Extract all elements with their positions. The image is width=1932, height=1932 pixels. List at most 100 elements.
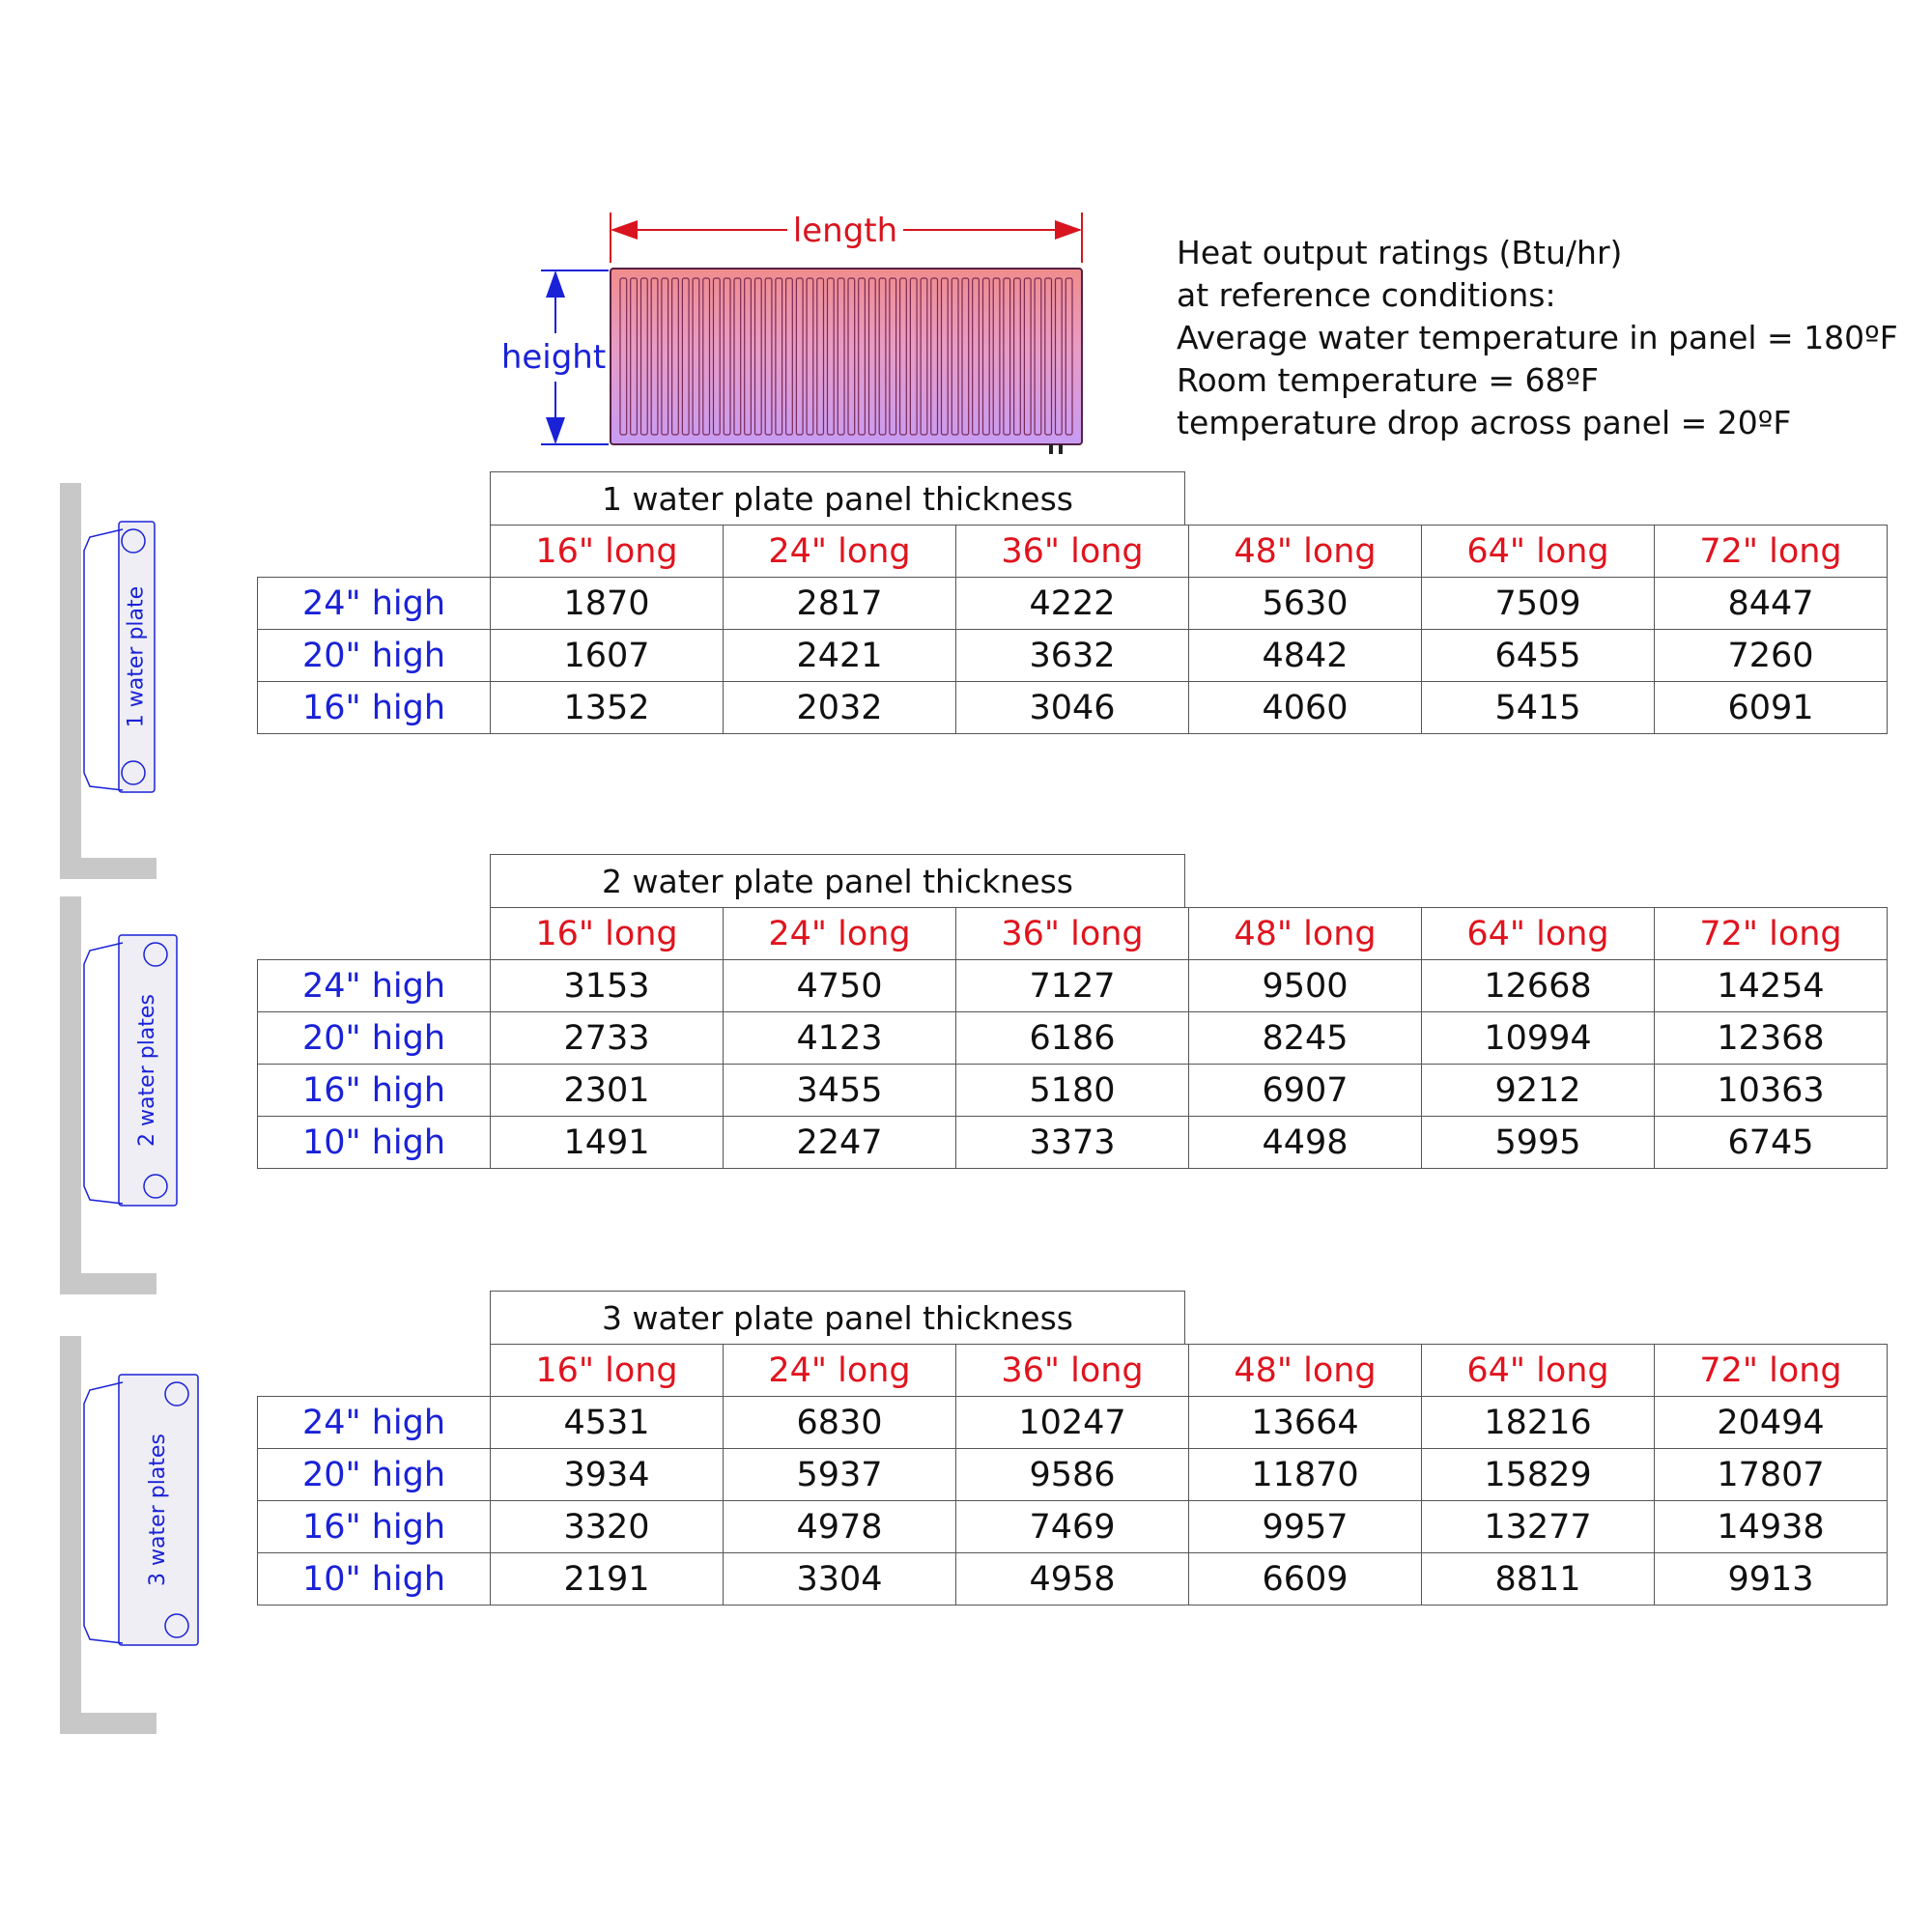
- height-header: 20" high: [257, 629, 491, 682]
- height-header: 20" high: [257, 1448, 491, 1501]
- output-cell: 17807: [1654, 1448, 1888, 1501]
- output-cell: 4498: [1188, 1116, 1422, 1169]
- output-cell: 3934: [490, 1448, 724, 1501]
- radiator-fin: [681, 277, 690, 436]
- height-header: 24" high: [257, 577, 491, 630]
- radiator-fin: [981, 277, 990, 436]
- output-cell: 1491: [490, 1116, 724, 1169]
- output-cell: 1352: [490, 681, 724, 734]
- output-cell: 5180: [955, 1064, 1189, 1117]
- height-label: height: [501, 338, 606, 377]
- radiator-fin: [630, 277, 639, 436]
- radiator-fin: [639, 277, 648, 436]
- output-cell: 6455: [1421, 629, 1655, 682]
- pipe-connection: [143, 1174, 168, 1199]
- panel-profile: [118, 1374, 199, 1646]
- length-header: 64" long: [1421, 1344, 1655, 1397]
- radiator-fin: [795, 277, 804, 436]
- radiator-fin: [775, 277, 783, 436]
- length-header: 48" long: [1188, 525, 1422, 578]
- output-cell: 5995: [1421, 1116, 1655, 1169]
- output-cell: 6186: [955, 1011, 1189, 1065]
- radiator-fin: [712, 277, 721, 436]
- output-cell: 14938: [1654, 1500, 1888, 1553]
- output-cell: 7469: [955, 1500, 1189, 1553]
- output-cell: 3046: [955, 681, 1189, 734]
- panel-profile-label: 1 water plate: [125, 586, 149, 727]
- length-header: 48" long: [1188, 907, 1422, 960]
- radiator-fin: [1012, 277, 1021, 436]
- pipe-connection: [121, 760, 146, 785]
- output-cell: 10994: [1421, 1011, 1655, 1065]
- panel-profile-label: 3 water plates: [146, 1434, 170, 1586]
- length-header: 64" long: [1421, 525, 1655, 578]
- output-cell: 9913: [1654, 1552, 1888, 1605]
- radiator-fin: [951, 277, 959, 436]
- output-cell: 3373: [955, 1116, 1189, 1169]
- corner-cell: [258, 1345, 491, 1397]
- output-cell: 4978: [723, 1500, 956, 1553]
- pipe-connection: [143, 942, 168, 967]
- height-header: 10" high: [257, 1552, 491, 1605]
- corner-cell: [258, 908, 491, 960]
- pipe-connection: [121, 528, 146, 554]
- radiator-fin: [670, 277, 679, 436]
- length-header: 16" long: [490, 1344, 724, 1397]
- length-header: 72" long: [1654, 1344, 1888, 1397]
- output-cell: 3320: [490, 1500, 724, 1553]
- output-cell: 4842: [1188, 629, 1422, 682]
- length-label: length: [793, 212, 897, 250]
- length-header: 24" long: [723, 1344, 956, 1397]
- wall-section: [60, 896, 156, 1294]
- radiator-fin: [992, 277, 1001, 436]
- radiator-fin: [961, 277, 970, 436]
- radiator-fin: [920, 277, 928, 436]
- output-cell: 7260: [1654, 629, 1888, 682]
- radiator-fin: [806, 277, 814, 436]
- panel-profile: [118, 521, 156, 793]
- length-header: 16" long: [490, 525, 724, 578]
- output-cell: 12368: [1654, 1011, 1888, 1065]
- output-cell: 2032: [723, 681, 956, 734]
- output-cell: 14254: [1654, 959, 1888, 1012]
- pipe-connection: [164, 1613, 189, 1638]
- reference-line: Heat output ratings (Btu/hr): [1177, 234, 1623, 271]
- radiator-fin: [1023, 277, 1032, 436]
- length-header: 36" long: [955, 525, 1189, 578]
- height-header: 10" high: [257, 1116, 491, 1169]
- radiator-fins: [619, 277, 1073, 436]
- radiator-fin: [692, 277, 700, 436]
- length-header: 36" long: [955, 907, 1189, 960]
- output-cell: 3304: [723, 1552, 956, 1605]
- output-cell: 2247: [723, 1116, 956, 1169]
- mounting-bracket: [83, 942, 124, 1205]
- radiator-fin: [909, 277, 918, 436]
- output-cell: 10247: [955, 1396, 1189, 1449]
- output-cell: 5415: [1421, 681, 1655, 734]
- output-cell: 8811: [1421, 1552, 1655, 1605]
- radiator-fin: [702, 277, 711, 436]
- output-cell: 13664: [1188, 1396, 1422, 1449]
- output-cell: 3632: [955, 629, 1189, 682]
- table-title: 1 water plate panel thickness: [490, 471, 1185, 526]
- radiator-fin: [1065, 277, 1073, 436]
- output-cell: 18216: [1421, 1396, 1655, 1449]
- radiator-fin: [867, 277, 876, 436]
- reference-line: Average water temperature in panel = 180…: [1177, 319, 1898, 356]
- length-header: 24" long: [723, 525, 956, 578]
- table-title: 3 water plate panel thickness: [490, 1291, 1185, 1345]
- length-header: 36" long: [955, 1344, 1189, 1397]
- radiator-fin: [723, 277, 731, 436]
- length-header: 16" long: [490, 907, 724, 960]
- length-header: 72" long: [1654, 907, 1888, 960]
